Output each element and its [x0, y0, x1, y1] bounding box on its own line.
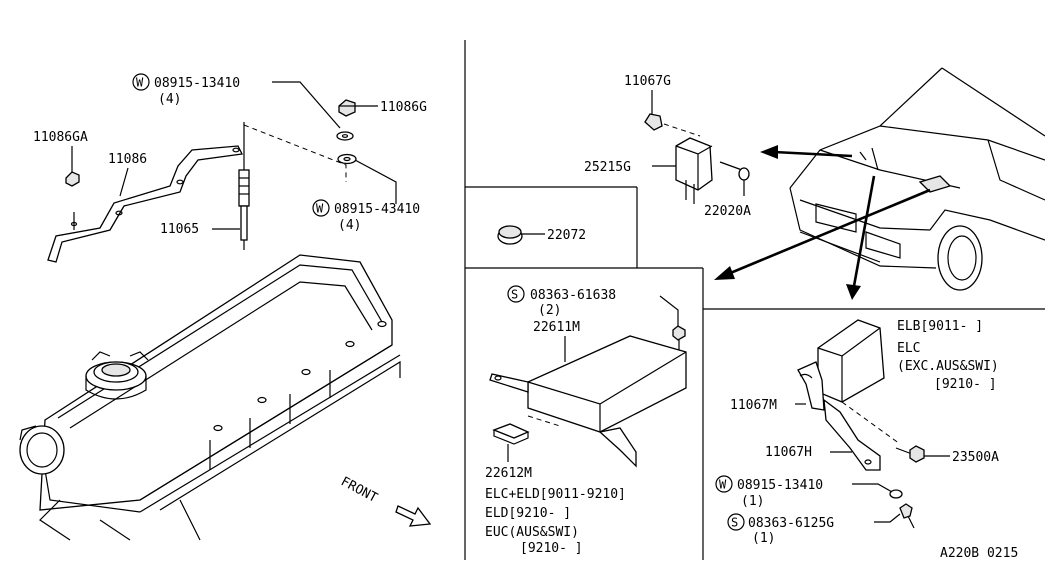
screw-symbol: S — [511, 288, 518, 302]
washer-top-qty: (4) — [158, 92, 181, 107]
screw-qty: (1) — [752, 531, 775, 546]
alignment-dash-left — [243, 124, 347, 182]
bracket-22612m-label: 22612M — [485, 466, 532, 481]
washer-bottom-qty: (4) — [338, 218, 361, 233]
glow-plug-11065: 11065 — [160, 122, 250, 250]
screw-symbol-circle — [727, 513, 745, 531]
control-unit-22611m: S 08363-61638 (2) 22611M 22612M ELC+ELD[… — [485, 285, 687, 556]
washer-part: 08915-13410 — [737, 478, 823, 493]
panel-dividers — [464, 40, 1045, 560]
plug-22072-label: 22072 — [547, 228, 586, 243]
diagram-code: A220B 0215 — [940, 546, 1018, 561]
washer-callout-top: W 08915-13410 (4) — [132, 73, 341, 129]
front-label: FRONT — [338, 474, 380, 506]
washer-symbol: W — [316, 202, 324, 216]
nut-23500a-label: 23500A — [952, 450, 999, 465]
nut-11086g-label: 11086G — [380, 100, 427, 115]
front-indicator: FRONT — [338, 474, 432, 527]
washer-bottom-part: 08915-43410 — [334, 202, 420, 217]
lower-right-note-2: ELC — [897, 341, 920, 356]
nut-11086g: 11086G — [338, 99, 427, 117]
lower-mid-note-3: EUC(AUS&SWI) — [485, 525, 579, 540]
washer-qty: (1) — [741, 494, 764, 509]
bolt-nut-label: 11067G — [624, 74, 671, 89]
washer-symbol: W — [136, 76, 144, 90]
screw-qty: (2) — [538, 303, 561, 318]
screw-symbol: S — [731, 516, 738, 530]
screw-part: 08363-6125G — [748, 516, 834, 531]
bracket-top-label: 11067M — [730, 398, 777, 413]
washer-top-part: 08915-13410 — [154, 76, 240, 91]
screw-symbol-circle — [507, 285, 525, 303]
lower-right-note-4: [9210- ] — [934, 377, 997, 392]
lower-mid-note-2: ELD[9210- ] — [485, 506, 571, 521]
washer-symbol-circle — [312, 199, 330, 217]
relay-label: 25215G — [584, 160, 631, 175]
washer-callout-bottom: W 08915-43410 (4) — [312, 199, 420, 233]
screw-22020a-label: 22020A — [704, 204, 751, 219]
plug-22072: 22072 — [497, 225, 586, 245]
location-arrows — [714, 145, 931, 300]
screw-part: 08363-61638 — [530, 288, 616, 303]
washers-left — [336, 131, 397, 204]
bracket-11086: 11086GA 11086 — [33, 130, 243, 263]
control-unit-lower-right: ELB[9011- ] ELC (EXC.AUS&SWI) [9210- ] 1… — [715, 319, 999, 546]
washer-symbol: W — [719, 478, 727, 492]
washer-symbol-circle — [132, 73, 150, 91]
bracket-bottom-label: 11067H — [765, 445, 812, 460]
lower-right-note-1: ELB[9011- ] — [897, 319, 983, 334]
bracket-nut-label: 11086GA — [33, 130, 88, 145]
lower-mid-note-4: [9210- ] — [520, 541, 583, 556]
lower-right-note-3: (EXC.AUS&SWI) — [897, 359, 999, 374]
vehicle-outline — [789, 67, 1045, 291]
unit-label: 22611M — [533, 320, 580, 335]
relay-assembly: 11067G 25215G 22020A — [584, 74, 751, 219]
engine-rocker-cover — [19, 254, 401, 541]
lower-mid-note-1: ELC+ELD[9011-9210] — [485, 487, 626, 502]
bracket-label: 11086 — [108, 152, 147, 167]
glow-plug-label: 11065 — [160, 222, 199, 237]
washer-symbol-circle — [715, 475, 733, 493]
